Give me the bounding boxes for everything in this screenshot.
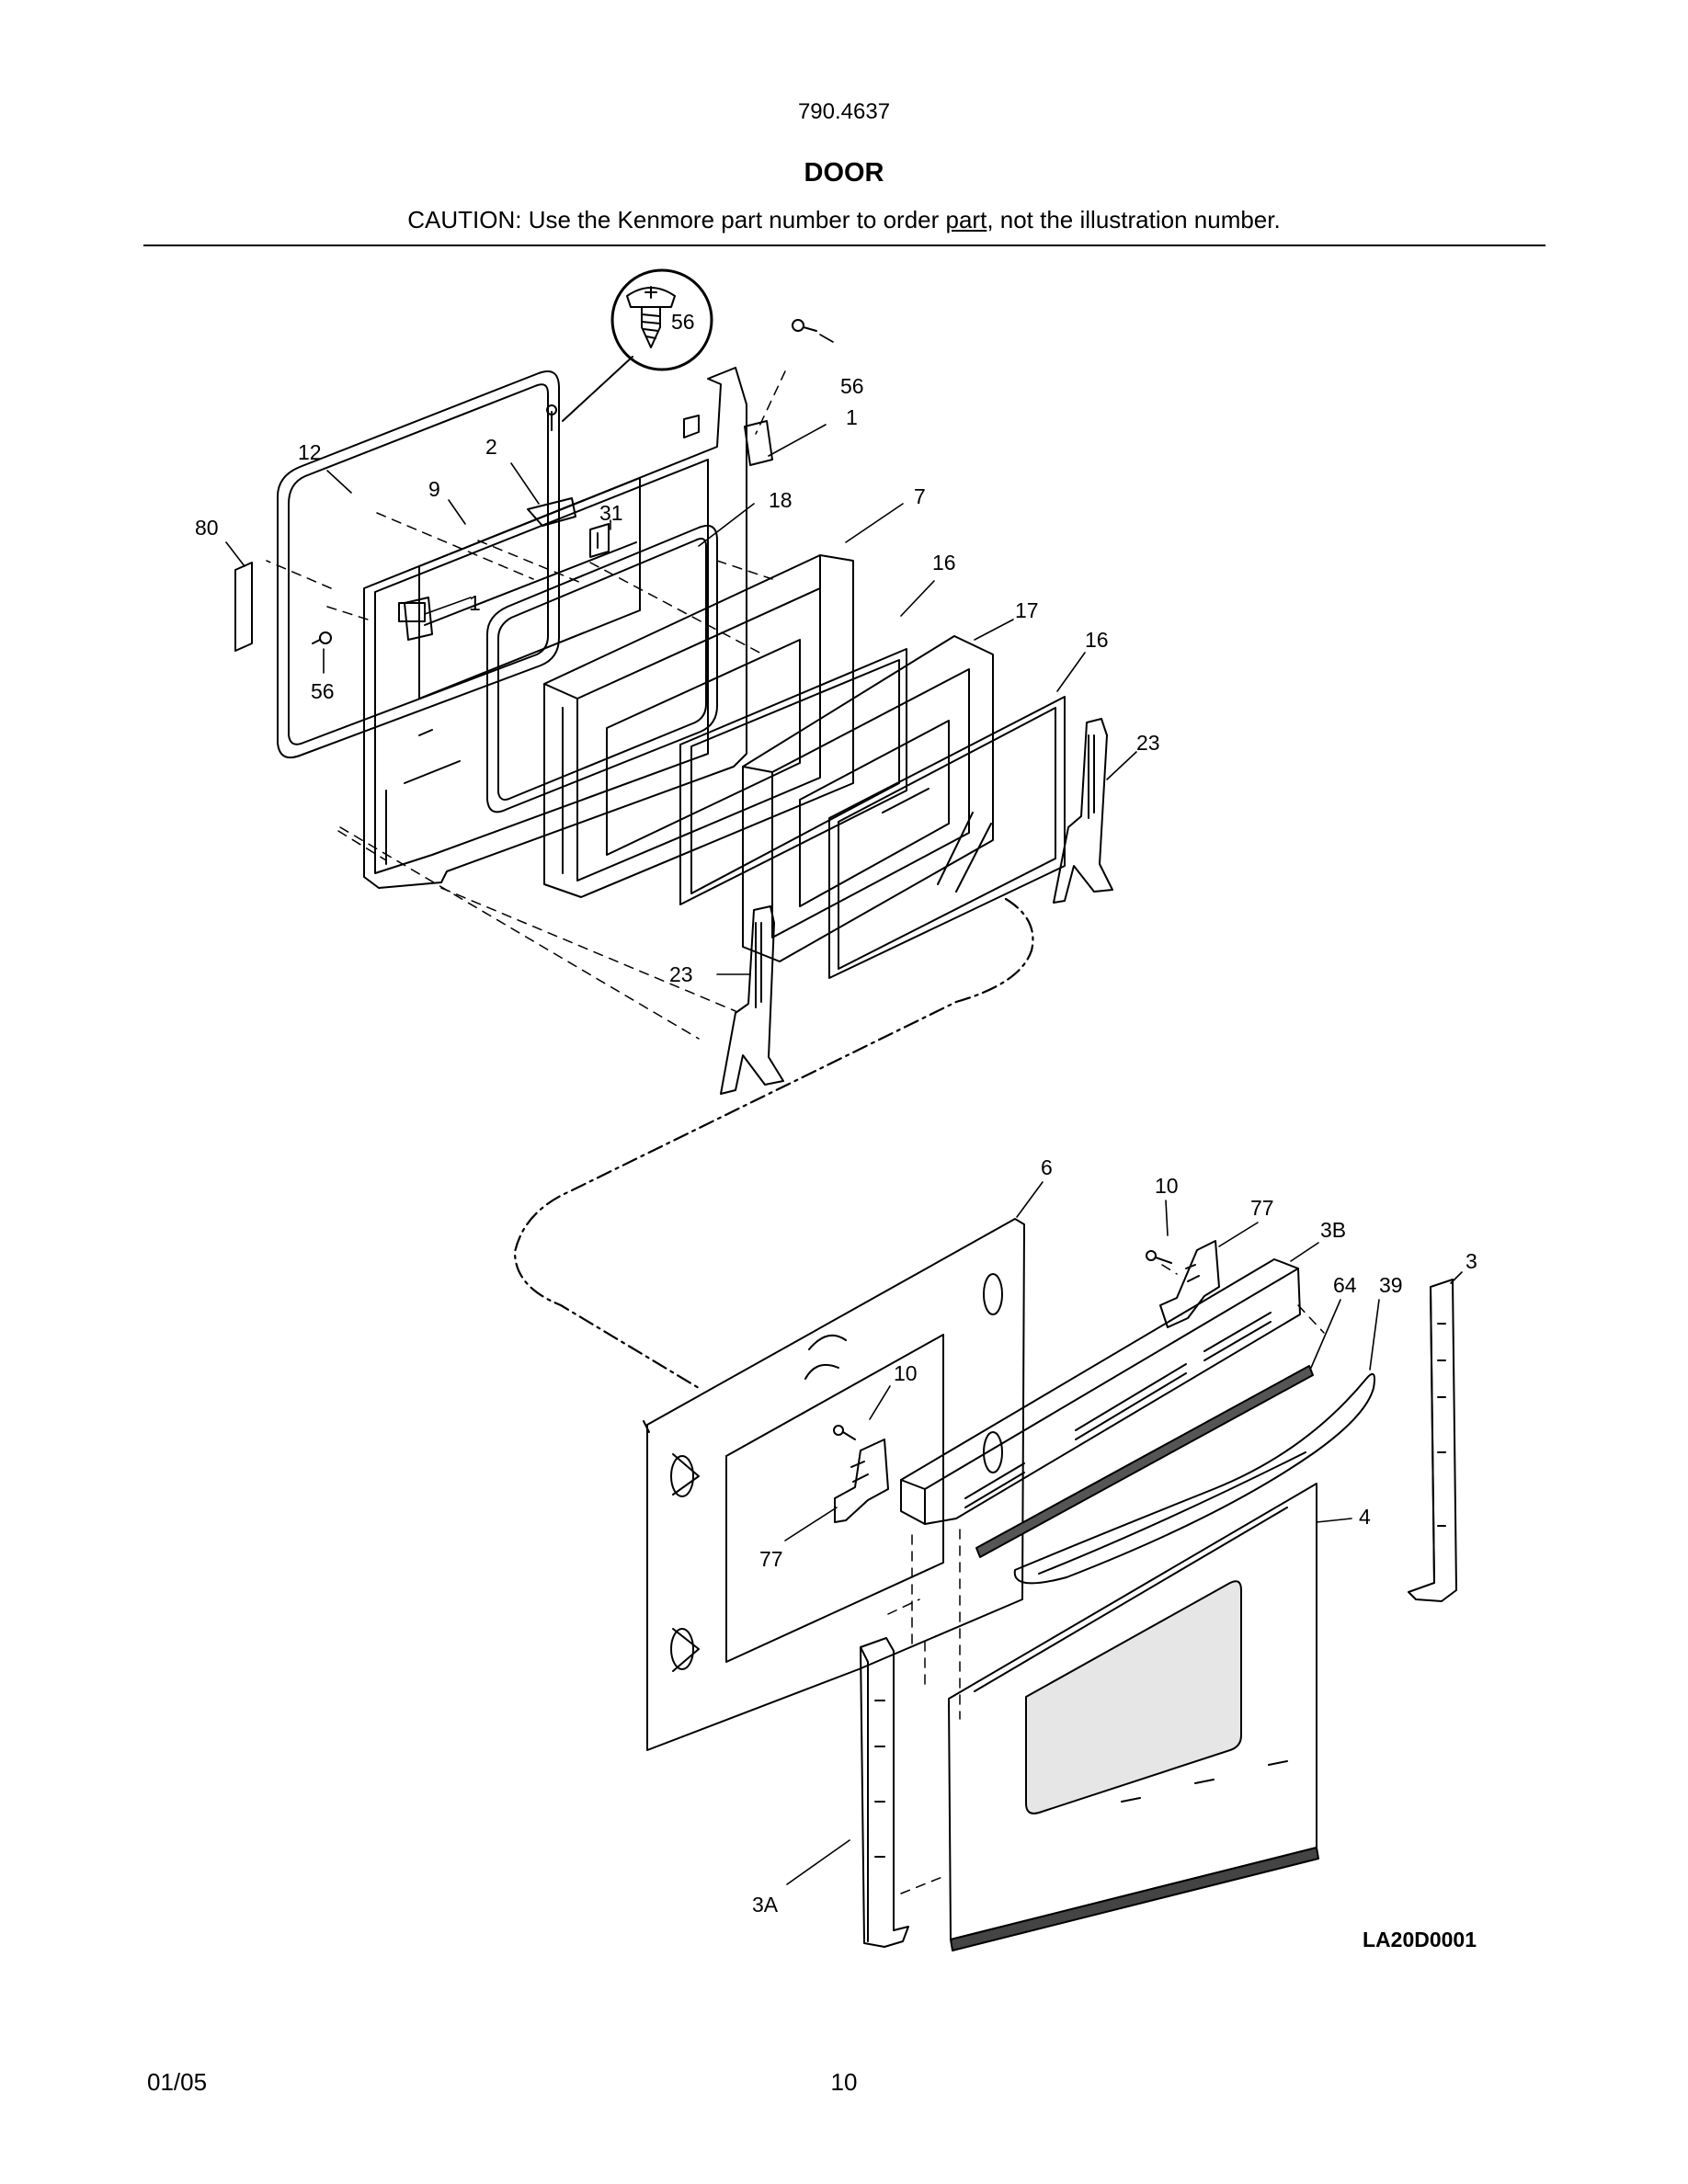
label-plate (234, 562, 253, 652)
callout-4: 4 (1359, 1505, 1371, 1529)
callout-56-top: 56 (840, 374, 864, 398)
callout-23-left: 23 (669, 962, 693, 986)
bracket-31 (589, 523, 610, 558)
inner-door-panel (363, 367, 747, 889)
hinge-receiver-23b (720, 905, 784, 1095)
caution-text-underlined: part (945, 206, 987, 233)
callout-10-top: 10 (1155, 1174, 1179, 1198)
strip-64 (975, 1365, 1314, 1558)
callout-56-detail: 56 (671, 310, 695, 334)
callout-23-right: 23 (1136, 731, 1160, 755)
callout-31: 31 (599, 501, 623, 525)
gasket-18 (486, 524, 718, 813)
screw-10b (833, 1425, 856, 1440)
bracket-2 (527, 497, 576, 527)
hinge-77a (1159, 1240, 1220, 1328)
gasket-outer (277, 370, 560, 759)
footer-date: 01/05 (147, 2068, 208, 2096)
glass-pack-17 (742, 635, 994, 962)
callout-2: 2 (485, 435, 497, 459)
hinge-77b (834, 1439, 889, 1523)
callout-39: 39 (1379, 1273, 1403, 1297)
end-cap-3 (1408, 1279, 1457, 1602)
callout-17: 17 (1015, 598, 1039, 622)
vent-channel-3B (900, 1258, 1301, 1525)
callout-3A: 3A (752, 1893, 779, 1917)
caution-text-end: , not the illustration number. (987, 206, 1281, 233)
leader-lines (225, 334, 1463, 1885)
callout-18: 18 (769, 488, 793, 512)
callout-3: 3 (1466, 1249, 1477, 1273)
glass-16a (679, 648, 907, 905)
callout-16-second: 16 (1085, 628, 1109, 652)
callout-80: 80 (195, 516, 219, 540)
drawing-code: LA20D0001 (1363, 1928, 1477, 1951)
end-cap-3A (860, 1637, 909, 1948)
callout-12: 12 (298, 440, 322, 464)
connector-loop (513, 897, 1034, 1390)
caution-note: CAUTION: Use the Kenmore part number to … (0, 206, 1688, 234)
callout-9: 9 (428, 477, 440, 501)
hinge-plate-1a (744, 420, 773, 466)
lower-guide-lines (887, 1264, 1325, 1894)
callout-16-first: 16 (932, 551, 956, 574)
callout-77-lower: 77 (759, 1547, 783, 1571)
callout-6: 6 (1041, 1155, 1053, 1179)
callout-56-left: 56 (311, 679, 335, 703)
upper-guide-lines (266, 370, 786, 1040)
screw-detail-circle (562, 268, 713, 422)
section-title: DOOR (804, 158, 884, 188)
callout-3B: 3B (1320, 1218, 1346, 1242)
glass-16b (828, 696, 1066, 979)
callout-77-top: 77 (1250, 1196, 1274, 1220)
callout-1-left: 1 (469, 591, 481, 615)
outer-panel-6 (646, 1218, 1025, 1751)
callout-10-lower: 10 (894, 1361, 918, 1385)
page-number: 10 (830, 2068, 858, 2096)
header-rule (143, 245, 1545, 246)
handle-39 (1013, 1372, 1375, 1585)
caution-text-start: CAUTION: Use the Kenmore part number to … (407, 206, 946, 233)
callout-labels: 56 56 1 12 2 9 31 80 18 7 1 16 17 16 56 … (195, 310, 1477, 1951)
diagram-lines (225, 268, 1463, 1951)
window-glass (1025, 1580, 1242, 1814)
screw-left (312, 631, 332, 644)
hinge-receiver-23a (1053, 718, 1113, 904)
screw-10a (1146, 1250, 1172, 1264)
model-number: 790.4637 (797, 99, 891, 124)
hinge-plate-1b (404, 597, 433, 641)
callout-1-top: 1 (846, 405, 858, 429)
screw-top-right (792, 319, 817, 332)
callout-7: 7 (914, 484, 926, 508)
callout-64: 64 (1333, 1273, 1357, 1297)
